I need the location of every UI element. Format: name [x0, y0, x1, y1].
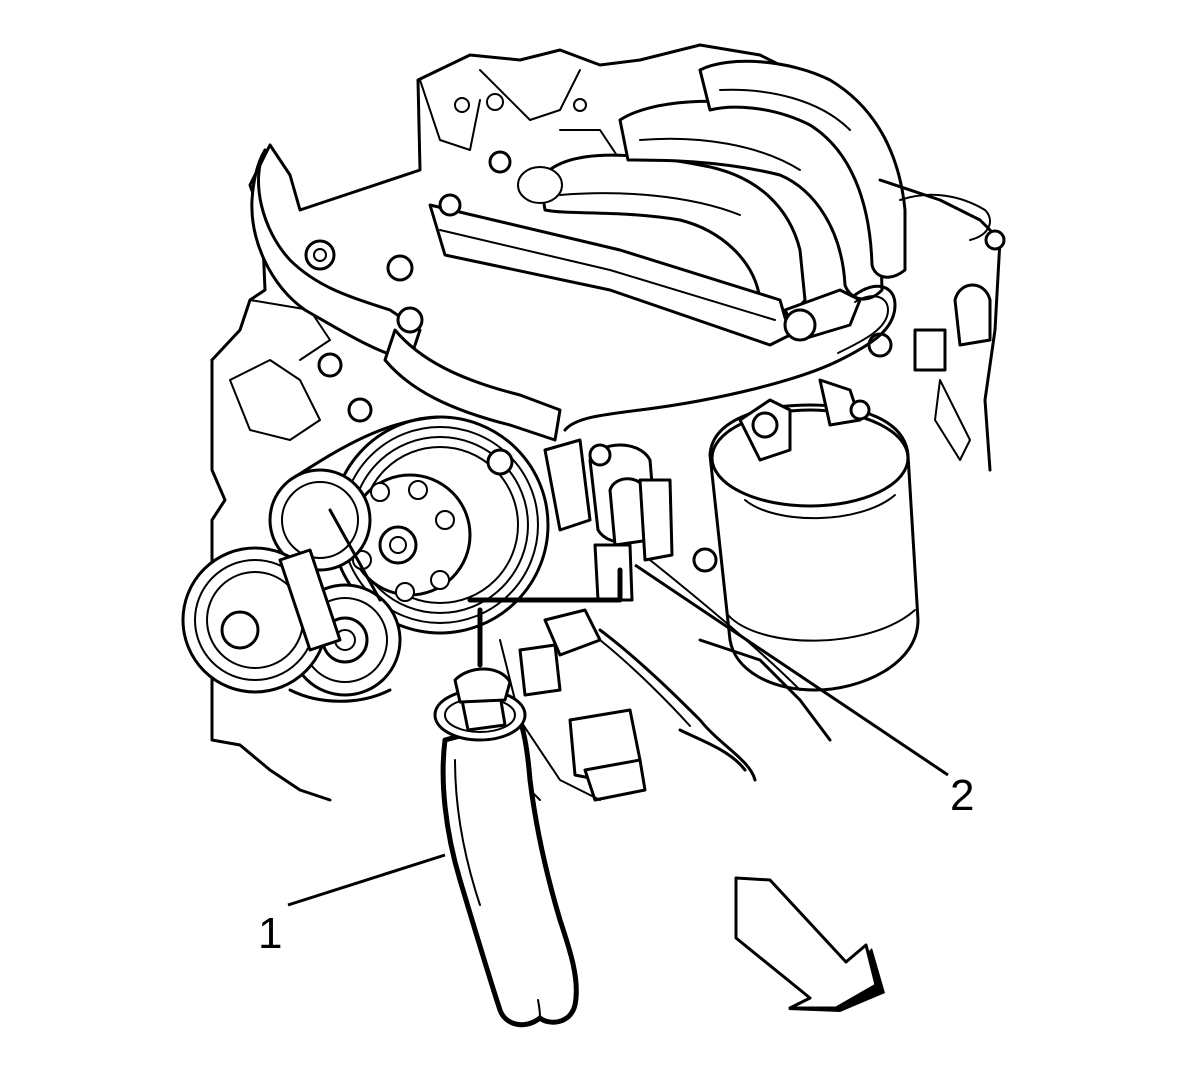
- thermostat-housing: [543, 438, 674, 602]
- arrow-down-right-icon: [734, 876, 885, 1012]
- coolant-pipe: [250, 148, 792, 442]
- catalytic-converter: [708, 398, 920, 692]
- exhaust-manifold: [517, 59, 907, 315]
- callout-1-leader: [287, 853, 446, 907]
- callout-2-leader: [634, 563, 949, 777]
- callout-2-label: 2: [950, 771, 974, 820]
- right-bracket: [818, 178, 1006, 472]
- accessory-drive: [181, 415, 550, 703]
- engine-block: [210, 43, 802, 802]
- callout-1-label: 1: [258, 909, 282, 958]
- outlet-pipe: [467, 567, 623, 668]
- oxygen-sensor: [563, 284, 897, 432]
- radiator-hose: [433, 667, 579, 1028]
